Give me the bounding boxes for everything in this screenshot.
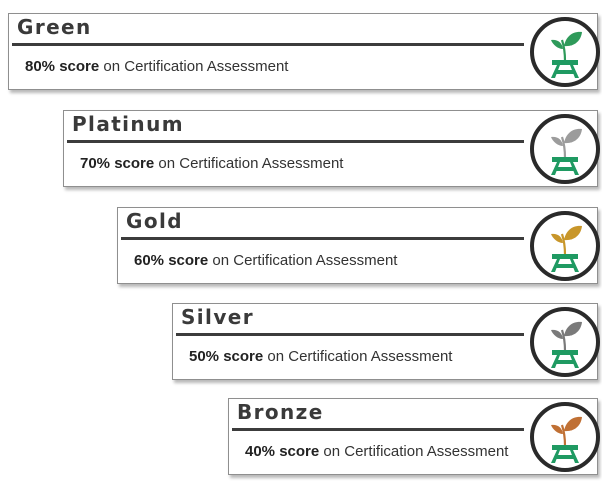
tier-card-green: Green 80% score on Certification Assessm… (8, 13, 601, 90)
tier-name: Bronze (237, 400, 324, 424)
tier-card-gold: Gold 60% score on Certification Assessme… (117, 207, 601, 284)
tier-name: Silver (181, 305, 254, 329)
tier-description: 70% score on Certification Assessment (80, 155, 343, 172)
silver-plant-badge-icon (529, 306, 601, 378)
tier-score-suffix: on Certification Assessment (103, 58, 289, 75)
tier-score-suffix: on Certification Assessment (267, 348, 453, 365)
tier-card-silver: Silver 50% score on Certification Assess… (172, 303, 601, 380)
tier-score-suffix: on Certification Assessment (212, 252, 398, 269)
tier-description: 50% score on Certification Assessment (189, 348, 452, 365)
green-plant-badge-icon (529, 16, 601, 88)
tier-divider (121, 237, 524, 240)
tier-description: 60% score on Certification Assessment (134, 252, 397, 269)
tier-score-suffix: on Certification Assessment (323, 443, 509, 460)
tier-divider (12, 43, 524, 46)
tier-name: Platinum (72, 112, 184, 136)
tier-score-suffix: on Certification Assessment (158, 155, 344, 172)
tier-score: 50% score (189, 348, 264, 365)
tier-card-bronze: Bronze 40% score on Certification Assess… (228, 398, 601, 475)
tier-name: Gold (126, 209, 183, 233)
tier-score: 40% score (245, 443, 320, 460)
bronze-plant-badge-icon (529, 401, 601, 473)
tier-divider (67, 140, 524, 143)
tier-name: Green (17, 15, 92, 39)
tier-divider (232, 428, 524, 431)
tier-description: 80% score on Certification Assessment (25, 58, 288, 75)
tier-score: 60% score (134, 252, 209, 269)
gold-plant-badge-icon (529, 210, 601, 282)
tier-score: 70% score (80, 155, 155, 172)
tier-description: 40% score on Certification Assessment (245, 443, 508, 460)
tier-score: 80% score (25, 58, 100, 75)
tier-card-platinum: Platinum 70% score on Certification Asse… (63, 110, 601, 187)
platinum-plant-badge-icon (529, 113, 601, 185)
tier-divider (176, 333, 524, 336)
